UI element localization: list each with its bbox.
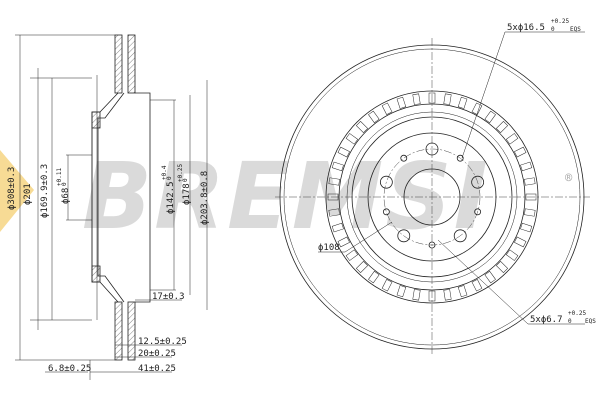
vent-slot	[514, 146, 527, 158]
vent-slot	[514, 236, 527, 248]
side-section-view: ϕ308±0.3 ϕ201 ϕ169.9±0.3 ϕ68 +0.11 0 ϕ14…	[7, 34, 210, 380]
vent-slot	[328, 177, 340, 186]
vent-slot	[337, 236, 350, 248]
vent-slot	[328, 208, 340, 217]
front-view: 5xϕ16.5 +0.25 0 EQS ϕ108 5xϕ6.7 +0.25 0 …	[275, 18, 596, 356]
small-holes-eqs: EQS	[585, 318, 596, 325]
disc-face-top-inner	[127, 34, 136, 94]
vent-slot	[484, 270, 496, 284]
wheel-bolt-hole	[453, 229, 467, 243]
dim-thickness-20: 20±0.25	[138, 349, 176, 359]
wheel-bolt-hole	[379, 175, 393, 189]
dim-142-tol-lo: 0	[166, 176, 173, 180]
dim-diameter-68: ϕ68	[61, 188, 71, 204]
vent-slot	[428, 92, 436, 104]
label-pcd: ϕ108	[318, 243, 340, 253]
vent-slot	[331, 222, 344, 233]
locating-hole	[400, 154, 408, 162]
disc-face-bottom-outer	[114, 301, 123, 361]
vent-slot	[412, 289, 421, 301]
logo-triangle	[0, 150, 34, 232]
large-holes-tol-lo: 0	[551, 26, 555, 33]
vent-slot	[355, 120, 369, 134]
dim-142-tol-up: +0.4	[161, 165, 168, 180]
vent-slot	[520, 222, 533, 233]
brand-watermark: BREMSI ®	[0, 143, 573, 250]
dim-178-tol-lo: 0	[182, 178, 189, 182]
brand-logo: BREMSI	[82, 143, 490, 250]
dim-height-41: 41±0.25	[138, 364, 176, 374]
vent-slot	[355, 260, 369, 274]
vent-slot	[524, 177, 536, 186]
dim-offset-6: 6.8±0.25	[48, 364, 91, 374]
large-holes-tol-up: +0.25	[551, 18, 569, 25]
cooling-vents	[327, 92, 537, 302]
vent-slot	[396, 285, 407, 298]
vent-slot	[396, 96, 407, 109]
dim-68-tol-up: +0.11	[56, 168, 63, 186]
bolt-holes	[379, 142, 485, 249]
vent-slot	[443, 289, 452, 301]
vent-slot	[368, 270, 380, 284]
vent-slot	[505, 133, 519, 145]
locating-hole	[456, 154, 464, 162]
wheel-bolt-hole	[397, 229, 411, 243]
vent-slot	[457, 96, 468, 109]
small-holes-tol-lo: 0	[568, 318, 572, 325]
vent-slot	[524, 208, 536, 217]
vent-slot	[505, 249, 519, 261]
disc-face-bottom-inner	[127, 301, 136, 361]
vent-slot	[412, 93, 421, 105]
dim-thickness-17: 17±0.3	[152, 292, 185, 302]
vent-slot	[345, 249, 359, 261]
wheel-bolt-hole	[471, 175, 485, 189]
vent-slot	[443, 93, 452, 105]
large-holes-eqs: EQS	[570, 26, 581, 33]
vent-slot	[525, 193, 537, 201]
locating-hole	[382, 208, 390, 216]
dim-diameter-169: ϕ169.9±0.3	[40, 164, 50, 218]
vent-slot	[471, 102, 483, 115]
vent-slot	[345, 133, 359, 145]
vent-slot	[495, 260, 509, 274]
label-large-holes: 5xϕ16.5	[507, 23, 545, 33]
dim-178-tol-up: +0.25	[177, 164, 184, 182]
vent-slot	[381, 102, 393, 115]
dim-68-tol-lo: 0	[61, 182, 68, 186]
registered-mark: ®	[565, 171, 573, 185]
vent-slot	[495, 120, 509, 134]
vent-slot	[337, 146, 350, 158]
small-holes-tol-up: +0.25	[568, 310, 586, 317]
vent-slot	[471, 279, 483, 292]
label-small-holes: 5xϕ6.7	[530, 315, 563, 325]
dim-thickness-12: 12.5±0.25	[138, 337, 187, 347]
vent-slot	[484, 110, 496, 124]
vent-slot	[381, 279, 393, 292]
dim-diameter-308: ϕ308±0.3	[7, 167, 17, 210]
vent-slot	[457, 285, 468, 298]
vent-slot	[331, 161, 344, 172]
dim-diameter-178: ϕ178	[182, 183, 192, 205]
vent-slot	[368, 110, 380, 124]
dim-diameter-203: ϕ203.8±0.8	[200, 171, 210, 225]
vent-slot	[520, 161, 533, 172]
locating-hole	[474, 208, 482, 216]
disc-face-top-outer	[114, 34, 123, 94]
dim-diameter-142: ϕ142.5	[166, 181, 176, 214]
dim-diameter-201: ϕ201	[23, 183, 33, 205]
